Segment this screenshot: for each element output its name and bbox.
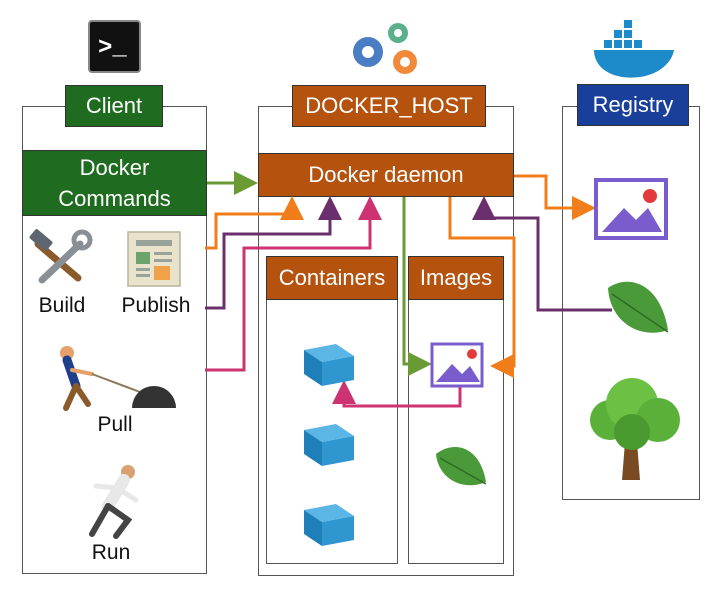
client-title: Client	[65, 85, 163, 127]
registry-title: Registry	[577, 84, 689, 126]
image-icon	[430, 342, 484, 388]
publish-to-daemon-arrow	[205, 196, 342, 310]
tree-icon	[590, 378, 680, 480]
publish-label: Publish	[121, 294, 191, 317]
docker-commands-box: Docker Commands	[22, 150, 207, 216]
containers-title: Containers	[266, 256, 398, 300]
svg-text:>_: >_	[98, 35, 127, 62]
daemon-to-images-orange-arrow	[448, 197, 516, 378]
pull-to-daemon-arrow	[205, 196, 382, 372]
tools-icon	[29, 229, 93, 284]
person-pulling-icon	[60, 346, 176, 411]
registry-to-daemon-arrow	[472, 196, 612, 312]
daemon-to-registry-arrow	[514, 174, 596, 220]
newspaper-icon	[127, 231, 181, 287]
container-icon	[304, 504, 354, 546]
gears-icon	[353, 23, 417, 74]
registry-image-icon	[594, 178, 668, 240]
docker-commands-line2: Commands	[58, 186, 171, 211]
build-label: Build	[38, 294, 86, 317]
build-to-daemon-arrow	[205, 196, 304, 250]
images-title: Images	[408, 256, 504, 300]
daemon-to-images-arrow	[402, 197, 432, 376]
container-icon	[304, 344, 354, 386]
run-label: Run	[91, 541, 131, 564]
terminal-icon: >_	[88, 20, 141, 73]
docker-commands-line1: Docker	[79, 155, 150, 180]
container-icon	[304, 424, 354, 466]
registry-leaf-icon	[608, 281, 669, 333]
images-to-container-arrow	[332, 380, 462, 408]
docker-whale-icon	[594, 20, 674, 78]
docker-daemon-box: Docker daemon	[258, 153, 514, 197]
pull-label: Pull	[97, 413, 133, 436]
leaf-icon	[436, 447, 487, 486]
docker-host-title: DOCKER_HOST	[292, 85, 486, 127]
running-man-icon	[89, 465, 139, 539]
